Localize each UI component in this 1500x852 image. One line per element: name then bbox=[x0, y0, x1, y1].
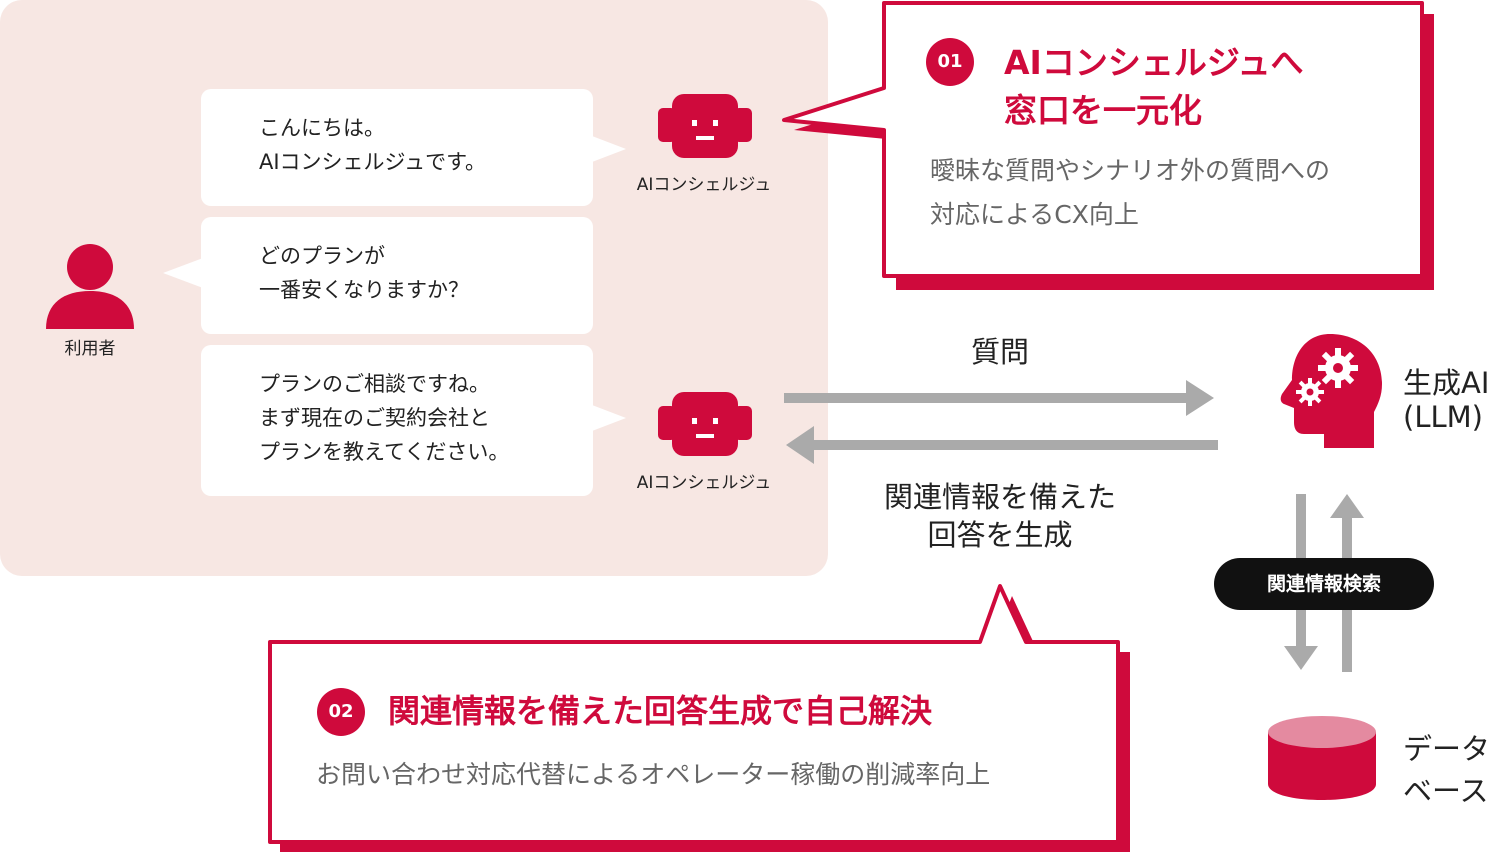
callout-01-number: 01 bbox=[926, 38, 974, 86]
callout-02-frame bbox=[268, 584, 1130, 852]
llm-label: 生成AI (LLM) bbox=[1403, 366, 1490, 434]
chat-bubble-bot-greeting: こんにちは。 AIコンシェルジュです。 bbox=[201, 89, 593, 206]
callout-01-title-line2: 窓口を一元化 bbox=[1004, 91, 1202, 130]
bubble-tail-right bbox=[592, 405, 626, 431]
chat-message-text: どのプランが 一番安くなりますか？ bbox=[259, 244, 469, 302]
search-pill: 関連情報検索 bbox=[1214, 558, 1434, 610]
user-label: 利用者 bbox=[64, 339, 116, 359]
database-label: データ ベース bbox=[1403, 732, 1491, 808]
answer-arrow-head bbox=[786, 426, 814, 464]
chat-message-text: こんにちは。 AIコンシェルジュです。 bbox=[259, 116, 486, 174]
callout-01-title-line1: AIコンシェルジュへ bbox=[1004, 43, 1304, 82]
chat-message-text: プランのご相談ですね。 まず現在のご契約会社と プランを教えてください。 bbox=[259, 372, 510, 464]
database-icon bbox=[1268, 716, 1376, 800]
person-icon bbox=[46, 244, 134, 329]
up-arrow-head bbox=[1330, 494, 1364, 518]
callout-02-title: 関連情報を備えた回答生成で自己解決 bbox=[388, 692, 933, 730]
question-label: 質問 bbox=[970, 335, 1029, 369]
down-arrow-head bbox=[1284, 646, 1318, 670]
bubble-tail-right bbox=[592, 136, 626, 162]
callout-02-desc: お問い合わせ対応代替によるオペレーター稼働の削減率向上 bbox=[316, 760, 991, 789]
callout-02-number: 02 bbox=[317, 688, 365, 736]
answer-label: 関連情報を備えた 回答を生成 bbox=[883, 480, 1116, 552]
robot-icon bbox=[658, 392, 752, 456]
head-gears-icon bbox=[1280, 334, 1382, 448]
flow-arrows bbox=[784, 380, 1218, 464]
question-arrow-shaft bbox=[784, 393, 1188, 403]
bot-label: AIコンシェルジュ bbox=[636, 175, 772, 195]
callout-01-desc-line2: 対応によるCX向上 bbox=[930, 200, 1139, 229]
bot-label: AIコンシェルジュ bbox=[636, 473, 772, 493]
chat-bubble-bot-reply: プランのご相談ですね。 まず現在のご契約会社と プランを教えてください。 bbox=[201, 345, 593, 496]
question-arrow-head bbox=[1186, 380, 1214, 416]
chat-bubble-user-question: どのプランが 一番安くなりますか？ bbox=[201, 217, 593, 334]
bubble-tail-left bbox=[163, 258, 203, 288]
callout-01-desc-line1: 曖昧な質問やシナリオ外の質問への bbox=[930, 156, 1331, 185]
answer-arrow-shaft bbox=[812, 440, 1218, 450]
robot-icon bbox=[658, 94, 752, 158]
